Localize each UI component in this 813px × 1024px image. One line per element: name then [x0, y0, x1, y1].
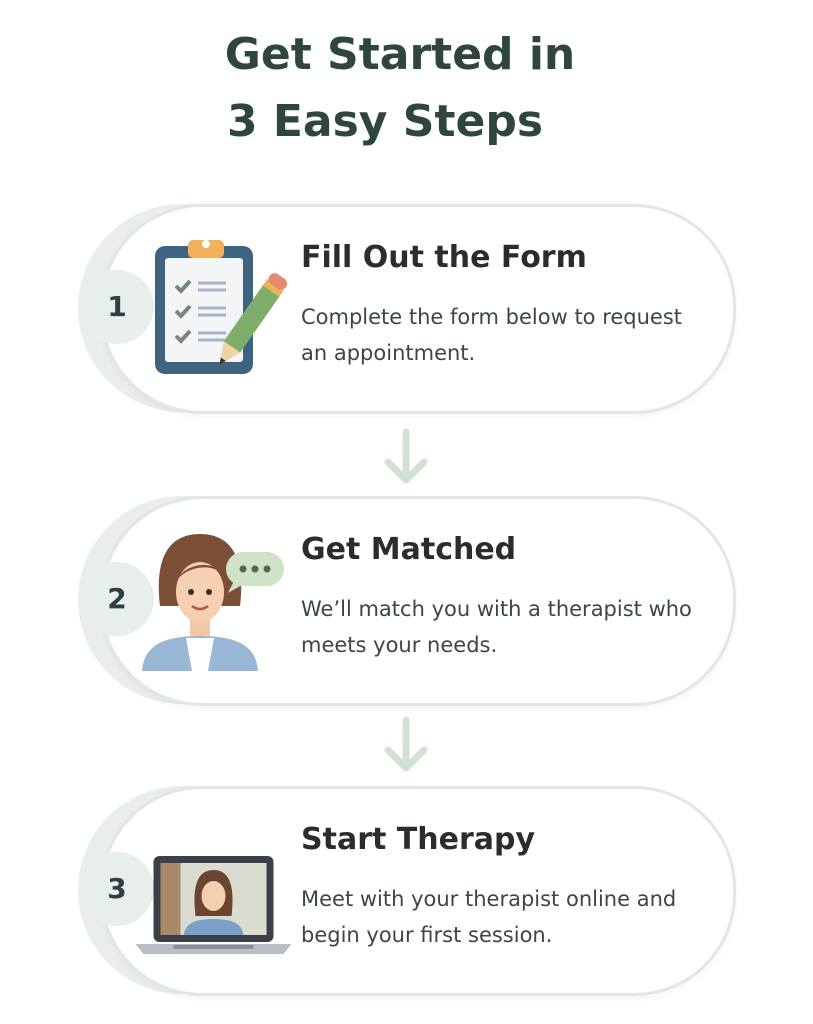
step-number: 1: [80, 270, 154, 344]
arrow-down-icon: [384, 428, 428, 484]
arrow-down-icon: [384, 716, 428, 772]
step-heading: Start Therapy: [301, 822, 536, 857]
step-description: We’ll match you with a therapist who mee…: [301, 597, 692, 657]
step-heading: Fill Out the Form: [301, 240, 587, 275]
therapist-chat-icon: [142, 534, 284, 671]
step-2-card: 2 Get Matched We’ll match you with a the…: [78, 496, 736, 706]
step-3-card: 3 Start Therapy Meet with your therapist…: [78, 786, 736, 996]
step-1-card: 1 Fill Out the Form Complete the form be…: [78, 204, 736, 414]
step-number: 2: [80, 562, 154, 636]
laptop-video-call-icon: [135, 856, 291, 954]
clipboard-checklist-icon: [155, 240, 288, 374]
page-title-line-2: 3 Easy Steps: [226, 96, 544, 147]
page-title-line-1: Get Started in: [224, 29, 576, 80]
step-number: 3: [80, 852, 154, 926]
step-description: Meet with your therapist online and begi…: [301, 887, 677, 947]
step-heading: Get Matched: [301, 532, 517, 567]
step-description: Complete the form below to request an ap…: [301, 305, 683, 365]
